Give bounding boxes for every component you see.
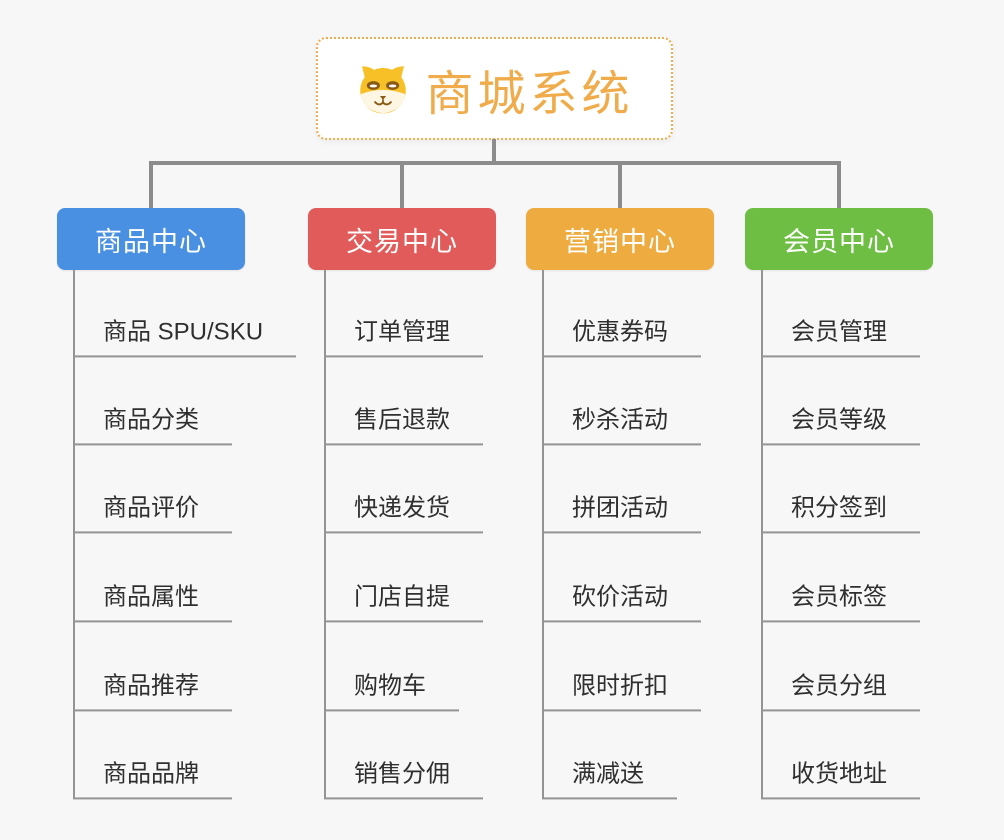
child-topic-label: 商品品牌 (103, 760, 199, 788)
child-topic[interactable]: 销售分佣 (324, 760, 483, 799)
child-topic[interactable]: 购物车 (324, 672, 459, 711)
connector-root-vertical (492, 139, 496, 165)
branch-spine-line (73, 270, 75, 799)
root-topic[interactable]: 商城系统 (316, 37, 673, 140)
branch-label: 交易中心 (346, 226, 458, 257)
child-topic[interactable]: 满减送 (542, 760, 677, 799)
child-topic-label: 限时折扣 (572, 672, 668, 700)
child-topic-label: 会员分组 (791, 672, 887, 700)
branch-node-2[interactable]: 交易中心 (308, 208, 496, 270)
branch-node-4[interactable]: 会员中心 (745, 208, 933, 270)
child-topic[interactable]: 商品分类 (73, 406, 232, 445)
child-topic-label: 商品 SPU/SKU (103, 318, 264, 346)
child-topic-label: 积分签到 (791, 494, 887, 522)
branch-label: 营销中心 (564, 226, 676, 257)
child-topic-label: 会员管理 (791, 318, 887, 346)
child-topic-label: 会员等级 (791, 406, 887, 434)
connector-branch-drop (149, 163, 153, 208)
child-topic-label: 商品分类 (103, 406, 199, 434)
child-topic-label: 秒杀活动 (572, 406, 668, 434)
child-topic[interactable]: 积分签到 (761, 494, 920, 533)
connector-branch-drop (400, 163, 404, 208)
branch-spine-line (324, 270, 326, 799)
child-topic[interactable]: 商品属性 (73, 583, 232, 622)
child-topic[interactable]: 拼团活动 (542, 494, 701, 533)
child-topic-label: 商品评价 (103, 494, 199, 522)
child-topic-label: 优惠券码 (572, 318, 668, 346)
child-topic[interactable]: 会员等级 (761, 406, 920, 445)
connector-branch-drop (618, 163, 622, 208)
child-topic-label: 会员标签 (791, 583, 887, 611)
branch-node-3[interactable]: 营销中心 (526, 208, 714, 270)
child-topic-label: 销售分佣 (354, 760, 450, 788)
child-topic[interactable]: 秒杀活动 (542, 406, 701, 445)
child-topic-label: 订单管理 (354, 318, 450, 346)
child-topic[interactable]: 优惠券码 (542, 318, 701, 357)
child-topic-label: 砍价活动 (572, 583, 668, 611)
child-topic-label: 售后退款 (354, 406, 450, 434)
child-topic[interactable]: 快递发货 (324, 494, 483, 533)
branch-spine-line (761, 270, 763, 799)
child-topic[interactable]: 商品 SPU/SKU (73, 318, 297, 357)
child-topic-label: 满减送 (572, 760, 644, 788)
branch-node-1[interactable]: 商品中心 (57, 208, 245, 270)
child-topic[interactable]: 订单管理 (324, 318, 483, 357)
child-topic[interactable]: 商品品牌 (73, 760, 232, 799)
connector-branch-drop (837, 163, 841, 208)
child-topic[interactable]: 售后退款 (324, 406, 483, 445)
child-topic[interactable]: 商品评价 (73, 494, 232, 533)
child-topic[interactable]: 砍价活动 (542, 583, 701, 622)
child-topic[interactable]: 商品推荐 (73, 672, 232, 711)
child-topic[interactable]: 会员分组 (761, 672, 920, 711)
branch-label: 商品中心 (95, 226, 207, 257)
child-topic-label: 商品推荐 (103, 672, 199, 700)
branch-label: 会员中心 (783, 226, 895, 257)
child-topic-label: 拼团活动 (572, 494, 668, 522)
connector-horizontal (149, 161, 841, 165)
shiba-dog-icon (360, 65, 407, 113)
child-topic[interactable]: 门店自提 (324, 583, 483, 622)
root-topic-label: 商城系统 (425, 67, 634, 121)
child-topic[interactable]: 收货地址 (761, 760, 920, 799)
child-topic[interactable]: 会员标签 (761, 583, 920, 622)
child-topic-label: 商品属性 (103, 583, 199, 611)
child-topic-label: 收货地址 (791, 760, 887, 788)
child-topic[interactable]: 限时折扣 (542, 672, 701, 711)
branch-spine-line (542, 270, 544, 799)
child-topic-label: 快递发货 (354, 494, 450, 522)
child-topic[interactable]: 会员管理 (761, 318, 920, 357)
child-topic-label: 门店自提 (354, 583, 450, 611)
child-topic-label: 购物车 (354, 672, 426, 700)
